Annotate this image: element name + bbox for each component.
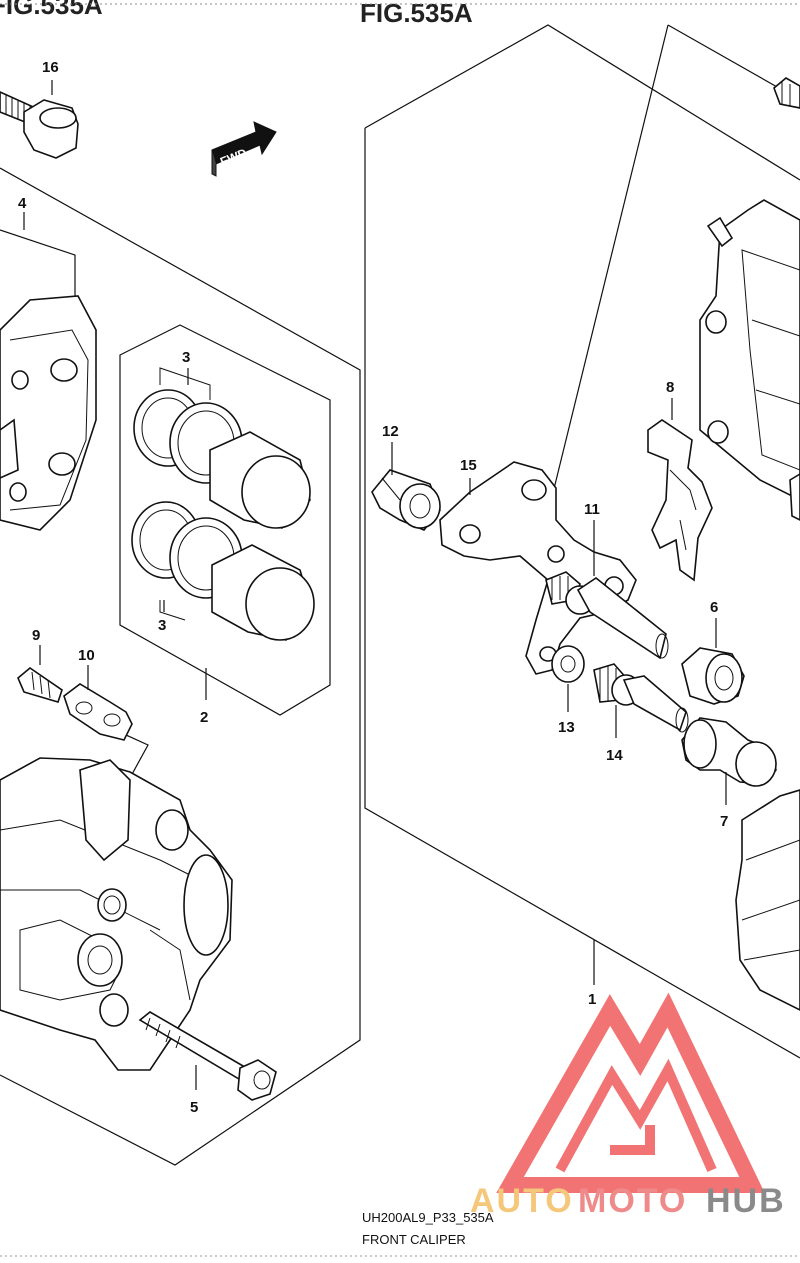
brake-pad-4 (0, 295, 97, 531)
slide-pin-11 (545, 571, 669, 660)
callout-4: 4 (18, 195, 27, 212)
washer-13 (551, 645, 585, 683)
right-group-top-outline (364, 24, 800, 181)
caliper-body (0, 757, 233, 1071)
header-left-fig: FIG.535A (0, 0, 103, 20)
watermark-moto: MOTO (578, 1182, 687, 1220)
piston-kit-outline (119, 324, 331, 716)
bleeder-cap-10 (63, 683, 133, 741)
pad-spring-8 (647, 419, 713, 582)
caption-title: FRONT CALIPER (362, 1232, 466, 1247)
automotohub-logo (496, 992, 765, 1193)
header-right-fig: FIG.535A (360, 0, 473, 28)
pad-4-leader (0, 229, 76, 300)
callout-16: 16 (42, 59, 59, 76)
fwd-arrow-icon: FWD (211, 121, 277, 177)
callout-13: 13 (558, 719, 575, 736)
right-group-divider (549, 24, 669, 506)
watermark-hub: HUB (706, 1182, 786, 1220)
callout-3-upper: 3 (182, 349, 190, 366)
callout-15: 15 (460, 457, 477, 474)
callout-7: 7 (720, 813, 728, 830)
callout-1: 1 (588, 991, 596, 1008)
callout-12: 12 (382, 423, 399, 440)
callout-8: 8 (666, 379, 674, 396)
bolt-16-right (773, 77, 800, 109)
piston-kit-2 (131, 367, 315, 641)
callout-11: 11 (584, 501, 600, 518)
caliper-body-right (735, 789, 800, 1011)
boot-6 (681, 647, 745, 705)
boot-7 (681, 717, 777, 787)
pin-bolt-5 (138, 1011, 277, 1101)
callout-2: 2 (200, 709, 208, 726)
brake-pad-right (699, 199, 800, 501)
callout-3-lower: 3 (158, 617, 166, 634)
bolt-16 (0, 91, 79, 159)
right-edge-screw (789, 473, 800, 521)
bleeder-screw-9 (17, 666, 63, 703)
callout-10: 10 (78, 647, 95, 664)
callout-6: 6 (710, 599, 718, 616)
slide-pin-14 (593, 663, 689, 733)
caliper-bracket-15 (439, 461, 637, 675)
bushing-12 (371, 469, 441, 531)
caliper-group-outline (0, 167, 361, 1166)
callout-14: 14 (606, 747, 623, 764)
watermark-auto: AUTO (470, 1182, 574, 1220)
callout-9: 9 (32, 627, 40, 644)
caption-code: UH200AL9_P33_535A (362, 1210, 494, 1225)
callout-5: 5 (190, 1099, 198, 1116)
right-group-left-outline (364, 128, 800, 1059)
